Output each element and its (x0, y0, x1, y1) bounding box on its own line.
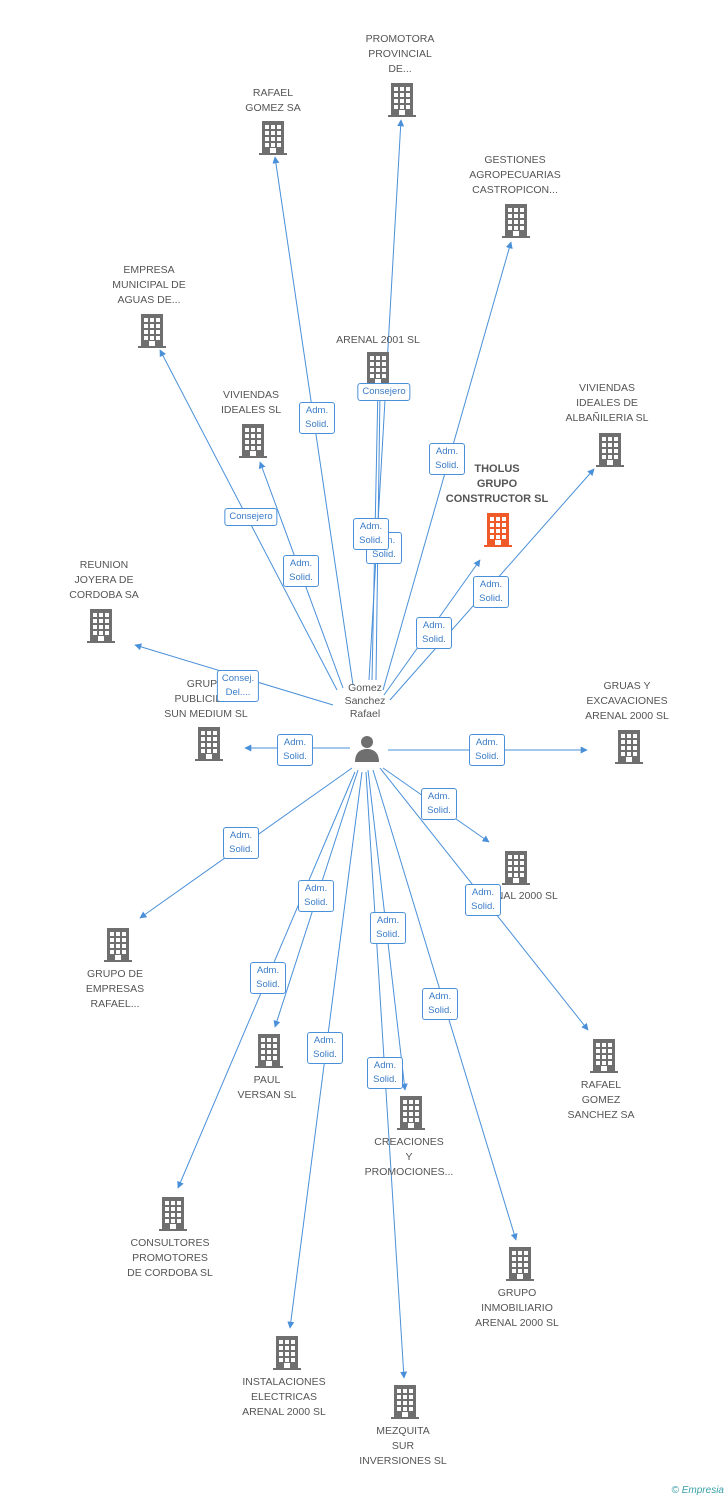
company-node-viviendas-ideales[interactable] (188, 424, 318, 458)
building-icon (159, 1197, 187, 1231)
company-node-rafael-gomez-sa[interactable] (208, 121, 338, 155)
company-label-gruas: GRUAS Y EXCAVACIONES ARENAL 2000 SL (585, 680, 669, 722)
relation-badge-arenal-2000[interactable]: Adm. Solid. (421, 788, 457, 820)
company-label-arenal-2001: ARENAL 2001 SL (336, 334, 420, 346)
building-icon (502, 204, 530, 238)
company-label-rafael-gomez-sa: RAFAEL GOMEZ SA (245, 87, 301, 114)
relation-badge-rafael-gomez-sa[interactable]: Adm. Solid. (299, 402, 335, 434)
company-label-grupo-inmobiliario: GRUPO INMOBILIARIO ARENAL 2000 SL (475, 1287, 559, 1329)
company-node-instalaciones[interactable] (222, 1336, 352, 1370)
relation-badge-viviendas-ideales[interactable]: Adm. Solid. (283, 555, 319, 587)
company-label-rafael-gomez-sanchez: RAFAEL GOMEZ SANCHEZ SA (567, 1079, 635, 1121)
company-label-tholus: THOLUS GRUPO CONSTRUCTOR SL (445, 463, 549, 505)
relation-badge-consultores[interactable]: Adm. Solid. (298, 880, 334, 912)
company-node-empresa-municipal[interactable] (87, 314, 217, 348)
company-node-arenal-2001[interactable] (313, 352, 443, 386)
company-node-tholus[interactable] (433, 513, 563, 547)
company-label-grupo-empresas: GRUPO DE EMPRESAS RAFAEL... (85, 968, 145, 1010)
building-icon (364, 352, 392, 386)
relation-badge-viviendas-albanileria[interactable]: Adm. Solid. (473, 576, 509, 608)
relation-badge-grupo-empresas[interactable]: Adm. Solid. (223, 827, 259, 859)
building-icon (590, 1039, 618, 1073)
building-icon (138, 314, 166, 348)
company-label-mezquita: MEZQUITA SUR INVERSIONES SL (359, 1425, 447, 1467)
relation-badge-rafael-gomez-sanchez[interactable]: Adm. Solid. (465, 884, 501, 916)
copyright-symbol: © (671, 1485, 679, 1496)
company-node-mezquita[interactable] (340, 1385, 470, 1419)
building-icon-highlighted (484, 513, 512, 547)
relation-badge-grupo-publicidad[interactable]: Adm. Solid. (277, 734, 313, 766)
company-node-gestiones[interactable] (451, 204, 581, 238)
company-label-reunion-joyera: REUNION JOYERA DE CORDOBA SA (69, 559, 139, 601)
relation-badge-gestiones[interactable]: Adm. Solid. (429, 443, 465, 475)
footer-brand: © Empresia (672, 1485, 724, 1496)
building-icon (259, 121, 287, 155)
building-icon (273, 1336, 301, 1370)
building-icon (195, 727, 223, 761)
center-person-label: Gomez Sanchez Rafael (344, 682, 386, 720)
company-node-rafael-gomez-sanchez[interactable] (539, 1039, 669, 1073)
company-node-viviendas-albanileria[interactable] (545, 433, 675, 467)
building-icon (255, 1034, 283, 1068)
building-icon (104, 928, 132, 962)
company-node-paul-versan[interactable] (204, 1034, 334, 1068)
company-label-paul-versan: PAUL VERSAN SL (237, 1074, 297, 1101)
company-label-creaciones: CREACIONES Y PROMOCIONES... (364, 1136, 454, 1178)
company-node-creaciones[interactable] (346, 1096, 476, 1130)
building-icon (239, 424, 267, 458)
relation-badge-instalaciones[interactable]: Adm. Solid. (307, 1032, 343, 1064)
company-node-gruas[interactable] (564, 730, 694, 764)
company-node-grupo-inmobiliario[interactable] (455, 1247, 585, 1281)
company-label-consultores: CONSULTORES PROMOTORES DE CORDOBA SL (127, 1237, 213, 1279)
company-label-promotora: PROMOTORA PROVINCIAL DE... (365, 33, 435, 75)
company-label-gestiones: GESTIONES AGROPECUARIAS CASTROPICON... (469, 154, 561, 196)
company-node-promotora[interactable] (337, 83, 467, 117)
company-node-grupo-publicidad[interactable] (144, 727, 274, 761)
relation-badge-tholus[interactable]: Adm. Solid. (416, 617, 452, 649)
company-label-viviendas-albanileria: VIVIENDAS IDEALES DE ALBAÑILERIA SL (565, 382, 649, 424)
relation-badge-empresa-municipal[interactable]: Consejero (224, 508, 278, 526)
building-icon (388, 83, 416, 117)
relation-badge-grupo-inmobiliario[interactable]: Adm. Solid. (422, 988, 458, 1020)
person-icon (355, 736, 379, 762)
company-node-reunion-joyera[interactable] (36, 609, 166, 643)
company-node-arenal-2000[interactable] (451, 851, 581, 885)
relation-badge-reunion-joyera[interactable]: Consej. Del.... (216, 670, 260, 702)
relation-badge-paul-versan[interactable]: Adm. Solid. (250, 962, 286, 994)
building-icon (391, 1385, 419, 1419)
building-icon (615, 730, 643, 764)
relation-badge-mezquita[interactable]: Adm. Solid. (370, 912, 406, 944)
building-icon (397, 1096, 425, 1130)
company-label-empresa-municipal: EMPRESA MUNICIPAL DE AGUAS DE... (112, 264, 186, 306)
company-label-instalaciones: INSTALACIONES ELECTRICAS ARENAL 2000 SL (242, 1376, 326, 1418)
company-node-grupo-empresas[interactable] (53, 928, 183, 962)
brand-logo: Empresia (681, 1485, 724, 1496)
company-label-viviendas-ideales: VIVIENDAS IDEALES SL (220, 389, 282, 416)
building-icon (502, 851, 530, 885)
company-node-consultores[interactable] (108, 1197, 238, 1231)
relation-badge-arenal-2001[interactable]: Consejero (357, 383, 411, 401)
building-icon (506, 1247, 534, 1281)
relation-badge-arenal-2001[interactable]: Adm. Solid. (353, 518, 389, 550)
relation-badge-creaciones[interactable]: Adm. Solid. (367, 1057, 403, 1089)
building-icon (87, 609, 115, 643)
relation-badge-gruas[interactable]: Adm. Solid. (469, 734, 505, 766)
building-icon (596, 433, 624, 467)
